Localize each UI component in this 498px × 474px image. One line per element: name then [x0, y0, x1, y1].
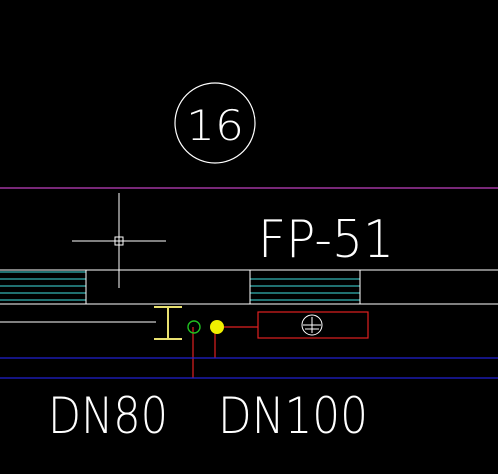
- pipe-size-label-dn80[interactable]: DN80: [48, 387, 168, 445]
- cyan-hatch-middle: [250, 278, 360, 301]
- detail-bubble[interactable]: 16: [174, 82, 256, 164]
- blue-pipe-lines[interactable]: [0, 357, 498, 379]
- beam-block-left: [85, 269, 251, 305]
- circled-plus-icon[interactable]: [301, 314, 323, 336]
- structure-outline[interactable]: [0, 269, 498, 323]
- open-circle-icon[interactable]: [187, 320, 201, 334]
- crosshair-cursor-icon: [72, 193, 166, 288]
- pipe-equipment-box: [257, 311, 369, 339]
- bubble-number: 16: [186, 101, 244, 150]
- cyan-hatch-left: [0, 271, 86, 301]
- filled-circle-icon[interactable]: [210, 320, 224, 334]
- pipe-size-label-dn100[interactable]: DN100: [218, 387, 368, 445]
- equipment-tag-label[interactable]: FP-51: [258, 210, 394, 270]
- bubble-circle: [174, 82, 256, 164]
- i-beam-icon[interactable]: [154, 306, 182, 340]
